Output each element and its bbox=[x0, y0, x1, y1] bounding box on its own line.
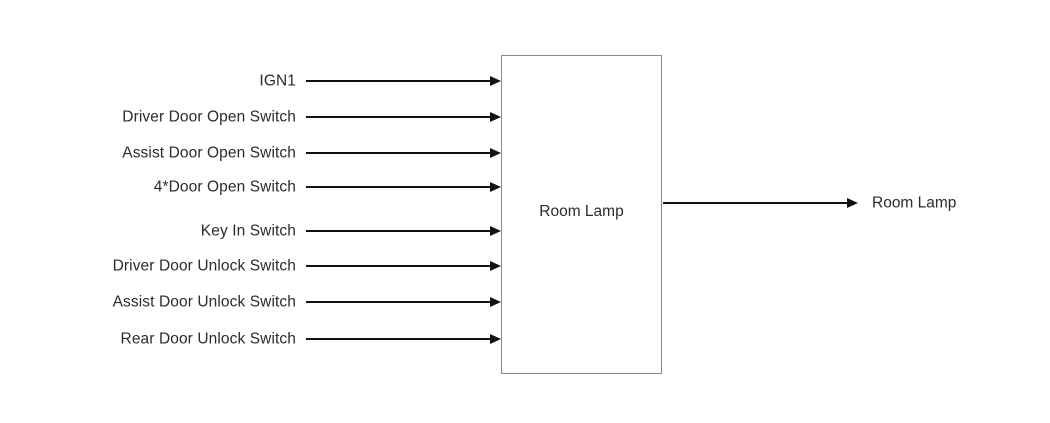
input-arrow-icon bbox=[490, 182, 501, 192]
input-signal-line bbox=[306, 80, 492, 82]
input-arrow-icon bbox=[490, 112, 501, 122]
output-signal-label: Room Lamp bbox=[872, 194, 957, 212]
input-signal-label: Driver Door Open Switch bbox=[122, 108, 296, 126]
input-arrow-icon bbox=[490, 334, 501, 344]
output-signal-line bbox=[663, 202, 849, 204]
room-lamp-block-label: Room Lamp bbox=[539, 203, 624, 220]
input-signal-label: Rear Door Unlock Switch bbox=[120, 330, 296, 348]
input-signal-line bbox=[306, 338, 492, 340]
output-arrow-icon bbox=[847, 198, 858, 208]
input-signal-line bbox=[306, 265, 492, 267]
input-arrow-icon bbox=[490, 297, 501, 307]
input-signal-label: Key In Switch bbox=[200, 222, 296, 240]
input-signal-line bbox=[306, 301, 492, 303]
input-arrow-icon bbox=[490, 148, 501, 158]
room-lamp-block[interactable]: Room Lamp bbox=[501, 55, 662, 374]
input-signal-line bbox=[306, 186, 492, 188]
input-signal-label: IGN1 bbox=[259, 72, 296, 90]
input-signal-label: Driver Door Unlock Switch bbox=[112, 257, 296, 275]
input-arrow-icon bbox=[490, 261, 501, 271]
input-arrow-icon bbox=[490, 76, 501, 86]
input-signal-label: 4*Door Open Switch bbox=[153, 178, 296, 196]
input-signal-line bbox=[306, 152, 492, 154]
input-arrow-icon bbox=[490, 226, 501, 236]
input-signal-label: Assist Door Open Switch bbox=[122, 144, 296, 162]
input-signal-line bbox=[306, 116, 492, 118]
input-signal-label: Assist Door Unlock Switch bbox=[112, 293, 296, 311]
input-signal-line bbox=[306, 230, 492, 232]
